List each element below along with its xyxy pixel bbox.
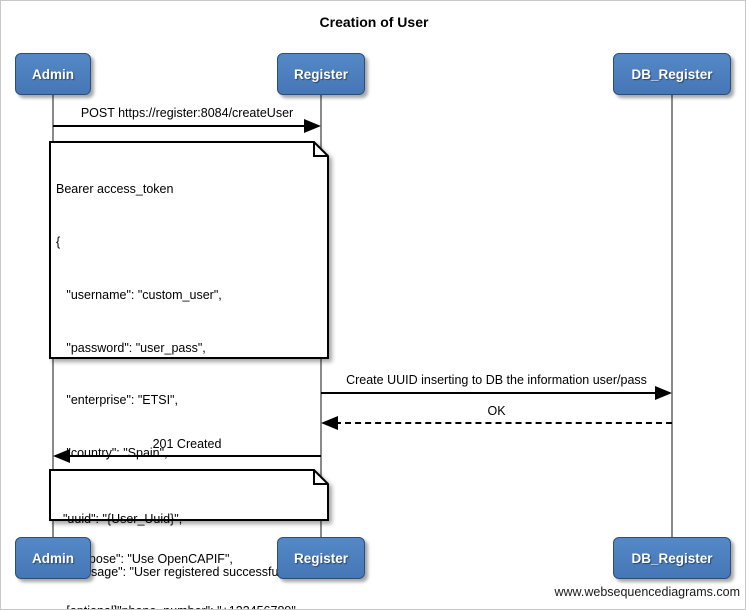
actor-bottom-register: Register: [277, 537, 365, 579]
note-line: Bearer access_token: [56, 182, 174, 197]
actor-label: Register: [293, 66, 349, 82]
actor-label: Register: [293, 550, 349, 566]
arrowhead-left-icon: [53, 449, 70, 463]
message-line: [321, 392, 658, 394]
arrowhead-right-icon: [304, 119, 321, 133]
note-outline-icon: [49, 469, 329, 521]
actor-bottom-admin: Admin: [15, 537, 91, 579]
actor-label: Admin: [32, 550, 74, 566]
actor-label: DB_Register: [631, 66, 713, 82]
message-label-ok: OK: [487, 404, 506, 418]
actor-top-db-register: DB_Register: [613, 53, 731, 95]
note-line: [optional]"phone_number": "+123456789",: [56, 603, 329, 609]
lifeline-db-register: [671, 95, 673, 537]
message-line: [67, 455, 321, 457]
watermark: www.websequencediagrams.com: [554, 585, 740, 599]
actor-bottom-db-register: DB_Register: [613, 537, 731, 579]
note-line: {: [56, 234, 61, 249]
message-label-post-createuser: POST https://register:8084/createUser: [80, 106, 294, 120]
arrowhead-left-icon: [321, 416, 338, 430]
message-label-create-uuid: Create UUID inserting to DB the informat…: [346, 373, 647, 387]
actor-top-admin: Admin: [15, 53, 91, 95]
note-line: "purpose": "Use OpenCAPIF",: [56, 551, 233, 566]
note-line: "uuid": "{User_Uuid}",: [63, 512, 183, 527]
note-line: "enterprise": "ETSI",: [56, 393, 178, 408]
note-fold-icon: [313, 470, 328, 485]
message-line: [53, 125, 307, 127]
diagram-title: Creation of User: [319, 14, 429, 30]
note-line: "username": "custom_user",: [56, 287, 222, 302]
note-line: "password": "user_pass",: [56, 340, 206, 355]
actor-label: Admin: [32, 66, 74, 82]
arrowhead-right-icon: [655, 386, 672, 400]
actor-top-register: Register: [277, 53, 365, 95]
actor-label: DB_Register: [631, 550, 713, 566]
note-request-body: Bearer access_token { "username": "custo…: [49, 141, 329, 609]
message-line-dashed: [335, 422, 672, 424]
note-outline-icon: [49, 141, 329, 359]
note-fold-icon: [313, 142, 328, 157]
note-response-body: "uuid": "{User_Uuid}", "message": "User …: [49, 469, 329, 579]
message-label-201-created: 201 Created: [152, 437, 222, 451]
